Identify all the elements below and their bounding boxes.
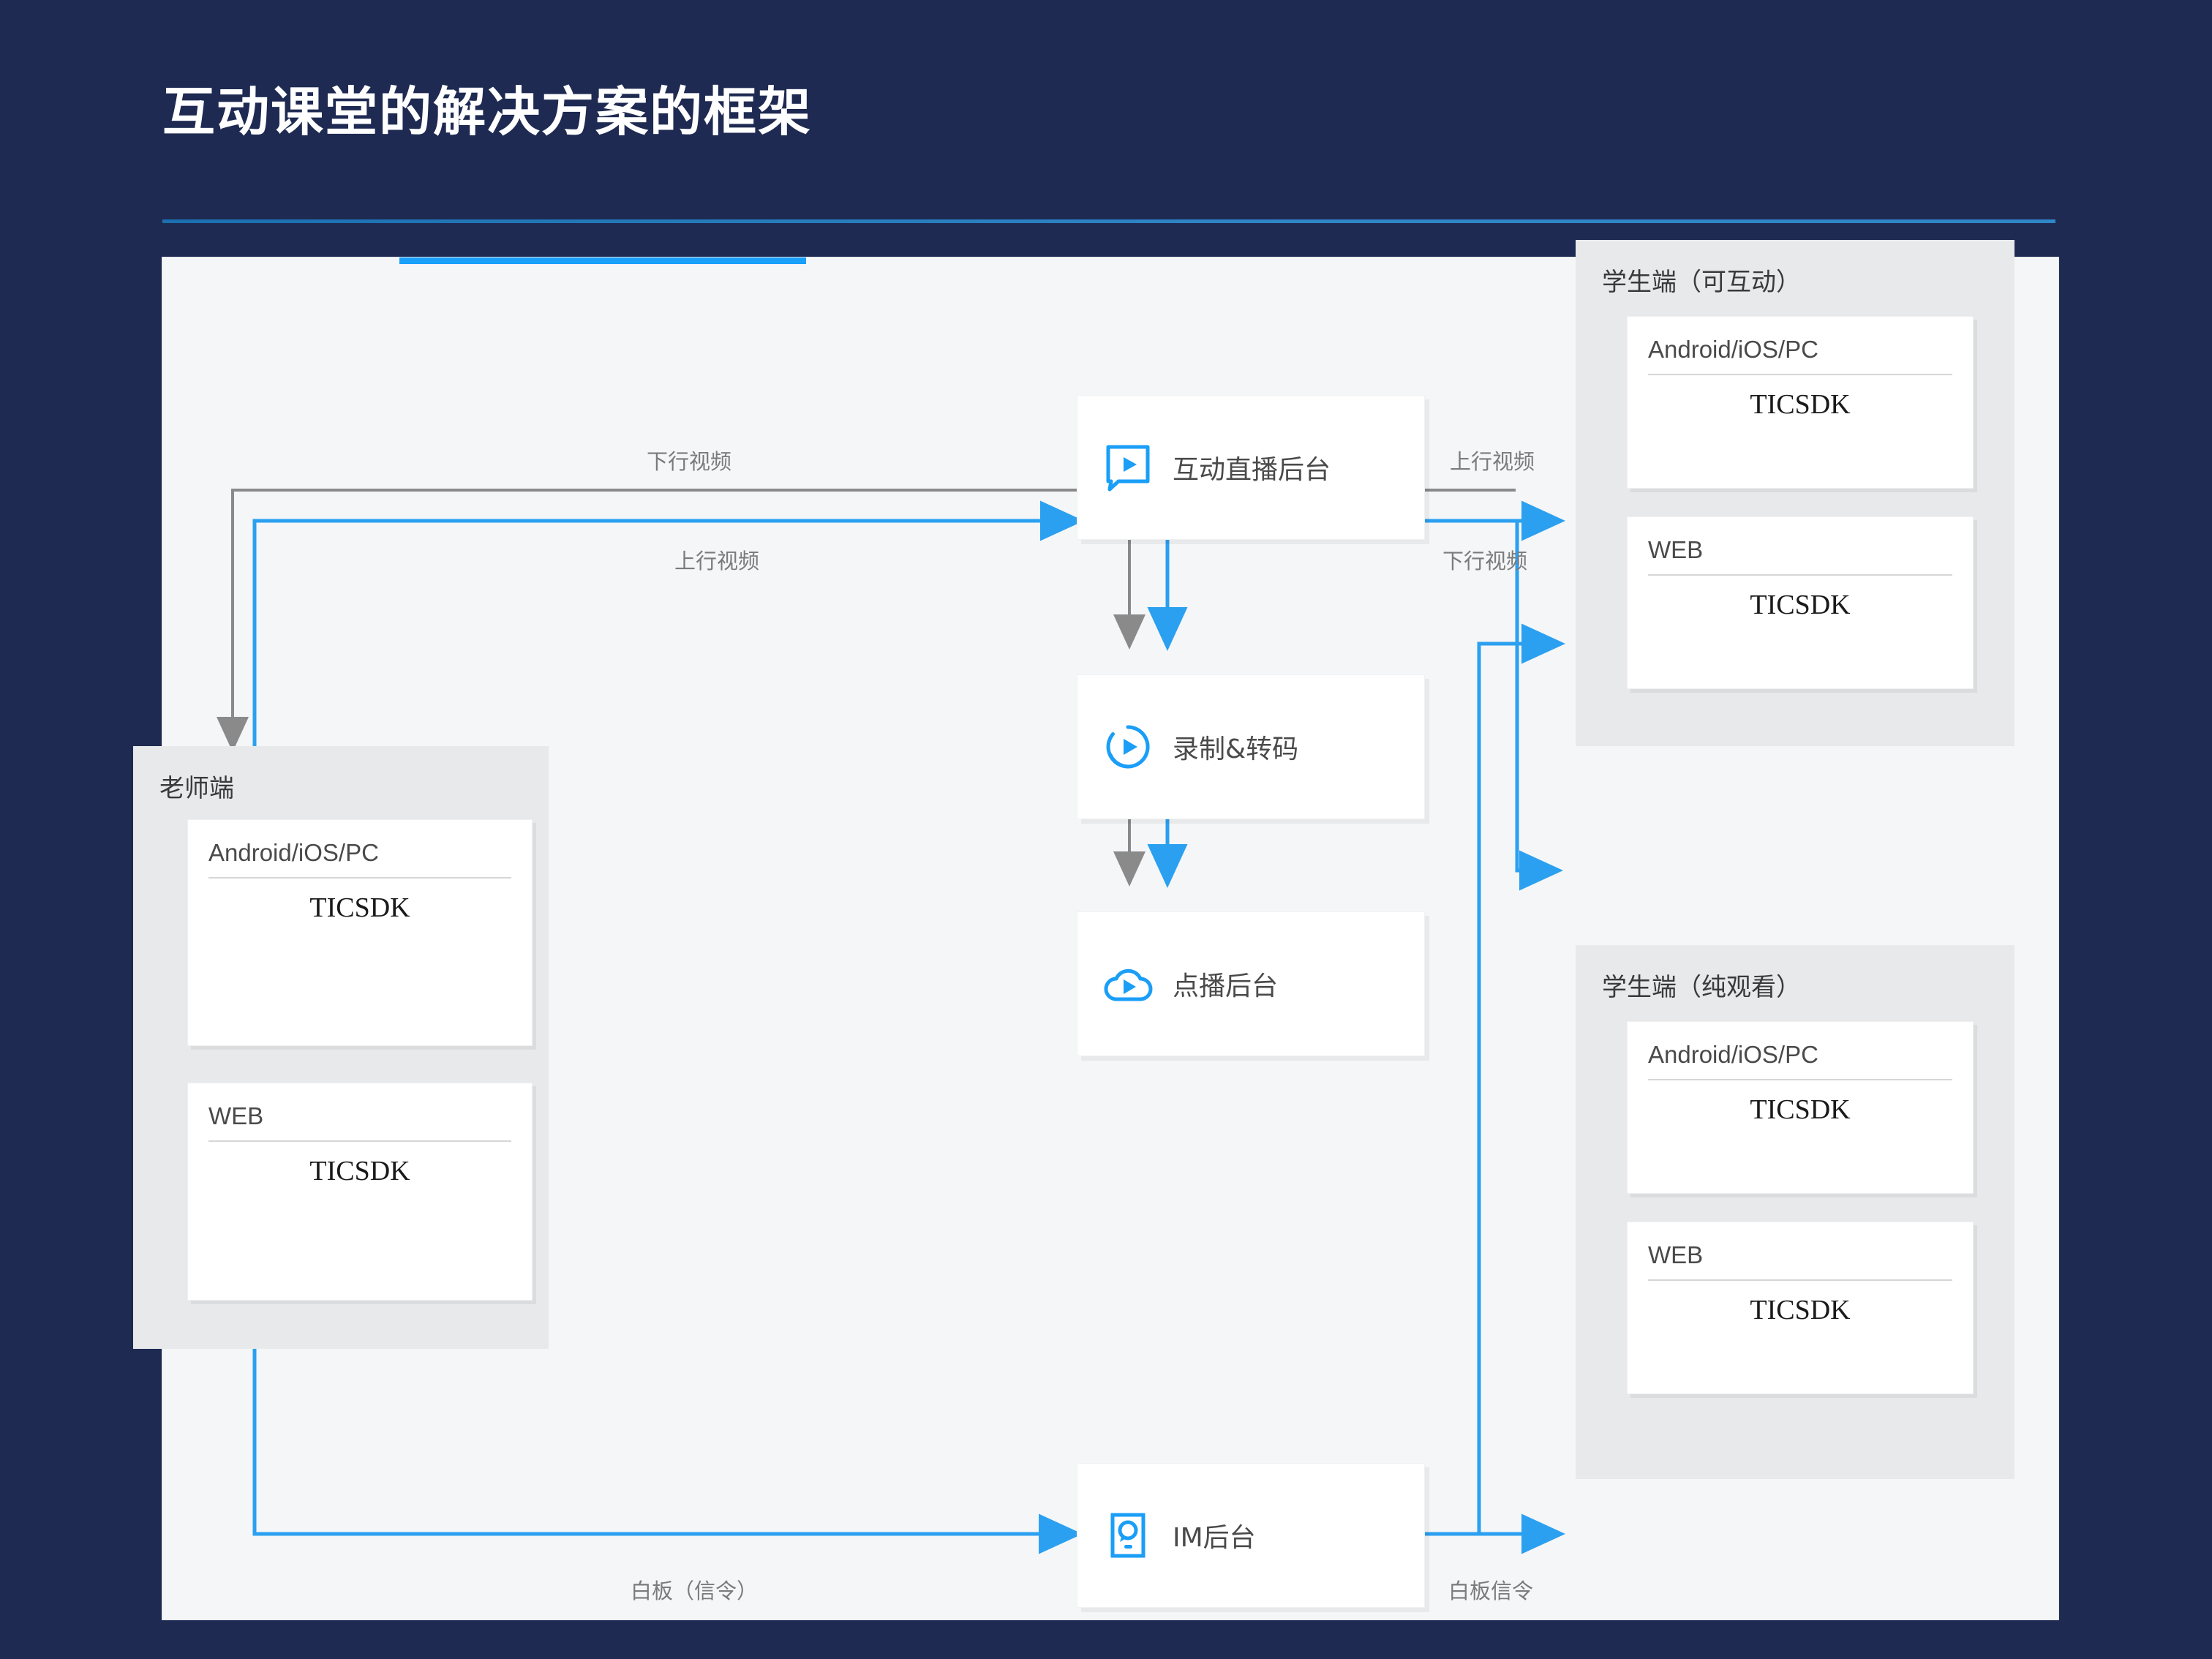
student-interactive-card-web[interactable]: WEB TICSDK	[1627, 516, 1974, 689]
title-divider	[162, 219, 2055, 223]
teacher-card-android-ios-pc[interactable]: Android/iOS/PC TICSDK	[187, 819, 533, 1046]
student-viewonly-card-android-ios-pc[interactable]: Android/iOS/PC TICSDK	[1627, 1021, 1974, 1194]
connector-label-teacher-upstream: 上行视频	[674, 549, 760, 573]
record-transcode-icon	[1102, 721, 1154, 772]
service-box-record-transcode[interactable]: 录制&转码	[1077, 674, 1425, 819]
sdk-label: TICSDK	[309, 1156, 410, 1186]
teacher-panel: 老师端 Android/iOS/PC TICSDK	[133, 746, 549, 1071]
connector-label-teacher-downstream: 下行视频	[647, 449, 732, 474]
diagram-canvas: 老师端 Android/iOS/PC TICSDK WEB TICSDK 互动直…	[133, 240, 2058, 1620]
connector-label-whiteboard-out: 白板（信令）	[631, 1579, 759, 1603]
student-viewonly-panel-title: 学生端（纯观看）	[1602, 973, 1801, 1002]
student-interactive-panel: 学生端（可互动） Android/iOS/PC TICSDK WEB TICSD…	[1576, 240, 2014, 746]
service-label: 点播后台	[1173, 971, 1279, 1001]
connector-label-student-downstream: 下行视频	[1442, 549, 1528, 573]
platform-label: WEB	[1648, 536, 1704, 563]
card-divider	[1648, 1079, 1952, 1080]
service-box-live-backend[interactable]: 互动直播后台	[1077, 395, 1425, 540]
service-label: IM后台	[1173, 1523, 1256, 1553]
card-divider	[1648, 574, 1952, 576]
student-viewonly-card-web[interactable]: WEB TICSDK	[1627, 1222, 1974, 1394]
card-divider	[208, 1140, 511, 1142]
service-label: 录制&转码	[1173, 734, 1299, 764]
sdk-label: TICSDK	[1750, 389, 1851, 420]
card-divider	[1648, 374, 1952, 375]
sdk-label: TICSDK	[1750, 1094, 1851, 1125]
platform-label: WEB	[1648, 1241, 1704, 1268]
teacher-card-web[interactable]: WEB TICSDK	[187, 1083, 533, 1301]
live-video-bubble-icon	[1102, 442, 1154, 493]
sdk-label: TICSDK	[1750, 1295, 1851, 1325]
sdk-label: TICSDK	[1750, 590, 1851, 620]
card-divider	[208, 877, 511, 879]
service-box-vod-backend[interactable]: 点播后台	[1077, 911, 1425, 1056]
student-interactive-card-android-ios-pc[interactable]: Android/iOS/PC TICSDK	[1627, 316, 1974, 489]
teacher-panel-lower: WEB TICSDK	[133, 1071, 549, 1349]
page-title: 互动课堂的解决方案的框架	[162, 83, 813, 142]
panel-accent-bar	[399, 257, 806, 264]
card-divider	[1648, 1279, 1952, 1281]
sdk-label: TICSDK	[309, 892, 410, 923]
student-interactive-panel-title: 学生端（可互动）	[1602, 268, 1801, 297]
cloud-vod-icon	[1102, 958, 1154, 1009]
student-viewonly-panel: 学生端（纯观看） Android/iOS/PC TICSDK WEB TICSD…	[1576, 945, 2014, 1479]
connector-label-student-upstream: 上行视频	[1450, 449, 1535, 474]
service-box-im-backend[interactable]: IM后台	[1077, 1463, 1425, 1608]
platform-label: WEB	[208, 1102, 264, 1129]
im-message-icon	[1102, 1510, 1154, 1561]
connector-label-whiteboard-in: 白板信令	[1448, 1579, 1534, 1603]
platform-label: Android/iOS/PC	[208, 839, 379, 866]
service-label: 互动直播后台	[1173, 455, 1331, 485]
teacher-panel-title: 老师端	[159, 774, 234, 803]
platform-label: Android/iOS/PC	[1648, 336, 1818, 363]
platform-label: Android/iOS/PC	[1648, 1041, 1818, 1068]
